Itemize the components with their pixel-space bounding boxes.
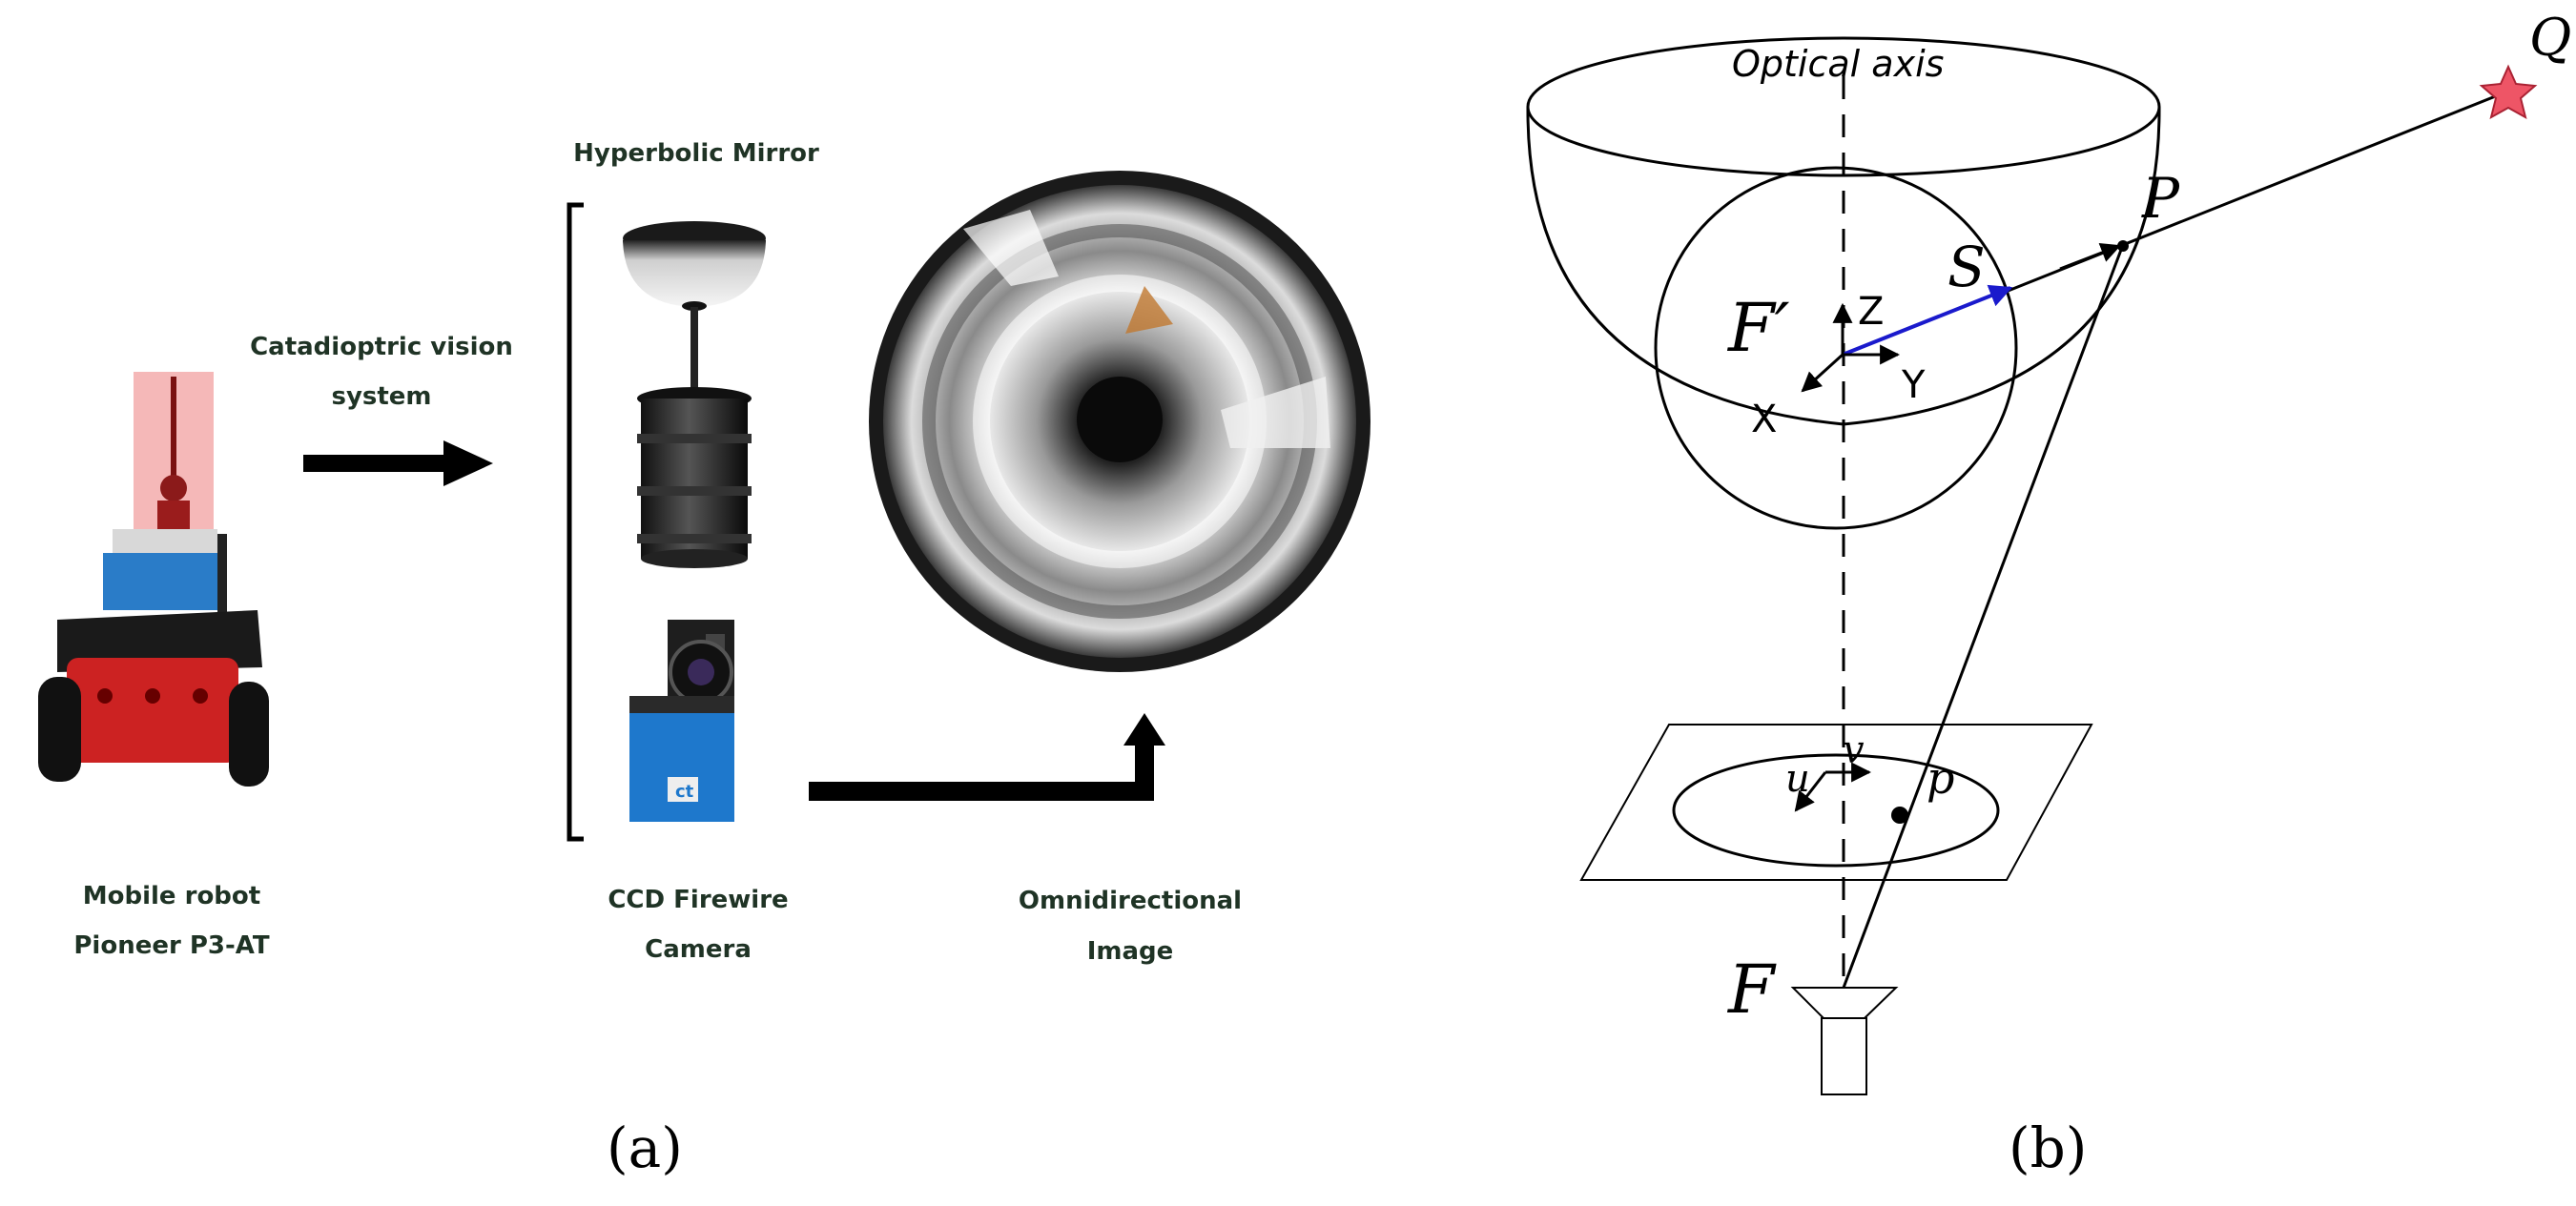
omnidirectional-image (869, 171, 1370, 672)
frame-F-prime (1801, 302, 1901, 393)
bracket (567, 202, 584, 842)
ccd-camera-image: ct (629, 620, 734, 822)
label-omni-line2: Image (1086, 937, 1174, 966)
label-robot-line1: Mobile robot (82, 882, 261, 910)
caption-a: (a) (607, 1115, 683, 1180)
label-S: S (1947, 235, 1986, 299)
label-robot-line2: Pioneer P3-AT (73, 931, 270, 960)
unit-sphere (1654, 166, 2018, 530)
vector-S (1842, 284, 2013, 357)
robot-image (38, 372, 269, 787)
label-camera-line2: Camera (645, 935, 752, 964)
label-catadioptric-line2: system (331, 382, 432, 411)
image-plane (1579, 724, 2093, 881)
caption-b: (b) (2009, 1115, 2088, 1180)
label-F: F (1726, 950, 1777, 1029)
optical-axis-label: Optical axis (1732, 43, 1944, 85)
arrow-to-omni-image (809, 713, 1165, 801)
label-X: X (1751, 398, 1777, 441)
label-Q: Q (2529, 8, 2571, 68)
point-p (1891, 807, 1908, 824)
label-P: P (2141, 166, 2180, 231)
arrow-to-P (2059, 243, 2121, 271)
label-p: p (1927, 752, 1954, 804)
camera-icon (1790, 987, 1899, 1095)
ray-F-to-P (1842, 249, 2123, 989)
label-Z: Z (1858, 290, 1884, 334)
label-hyperbolic-mirror: Hyperbolic Mirror (573, 139, 819, 168)
label-F-prime: F′ (1726, 289, 1790, 367)
label-Y: Y (1901, 363, 1926, 407)
image-ellipse (1672, 753, 2000, 868)
label-v: v (1843, 728, 1865, 772)
star-Q (2479, 64, 2538, 119)
svg-text:ct: ct (675, 782, 694, 802)
hyperbolic-mirror-image (623, 221, 766, 568)
frame-uv (1794, 762, 1872, 812)
point-P (2117, 240, 2129, 252)
label-camera-line1: CCD Firewire (608, 886, 789, 914)
label-omni-line1: Omnidirectional (1018, 887, 1243, 915)
label-catadioptric-line1: Catadioptric vision (250, 333, 513, 361)
label-u: u (1785, 757, 1810, 801)
arrow-catadioptric (303, 440, 493, 486)
